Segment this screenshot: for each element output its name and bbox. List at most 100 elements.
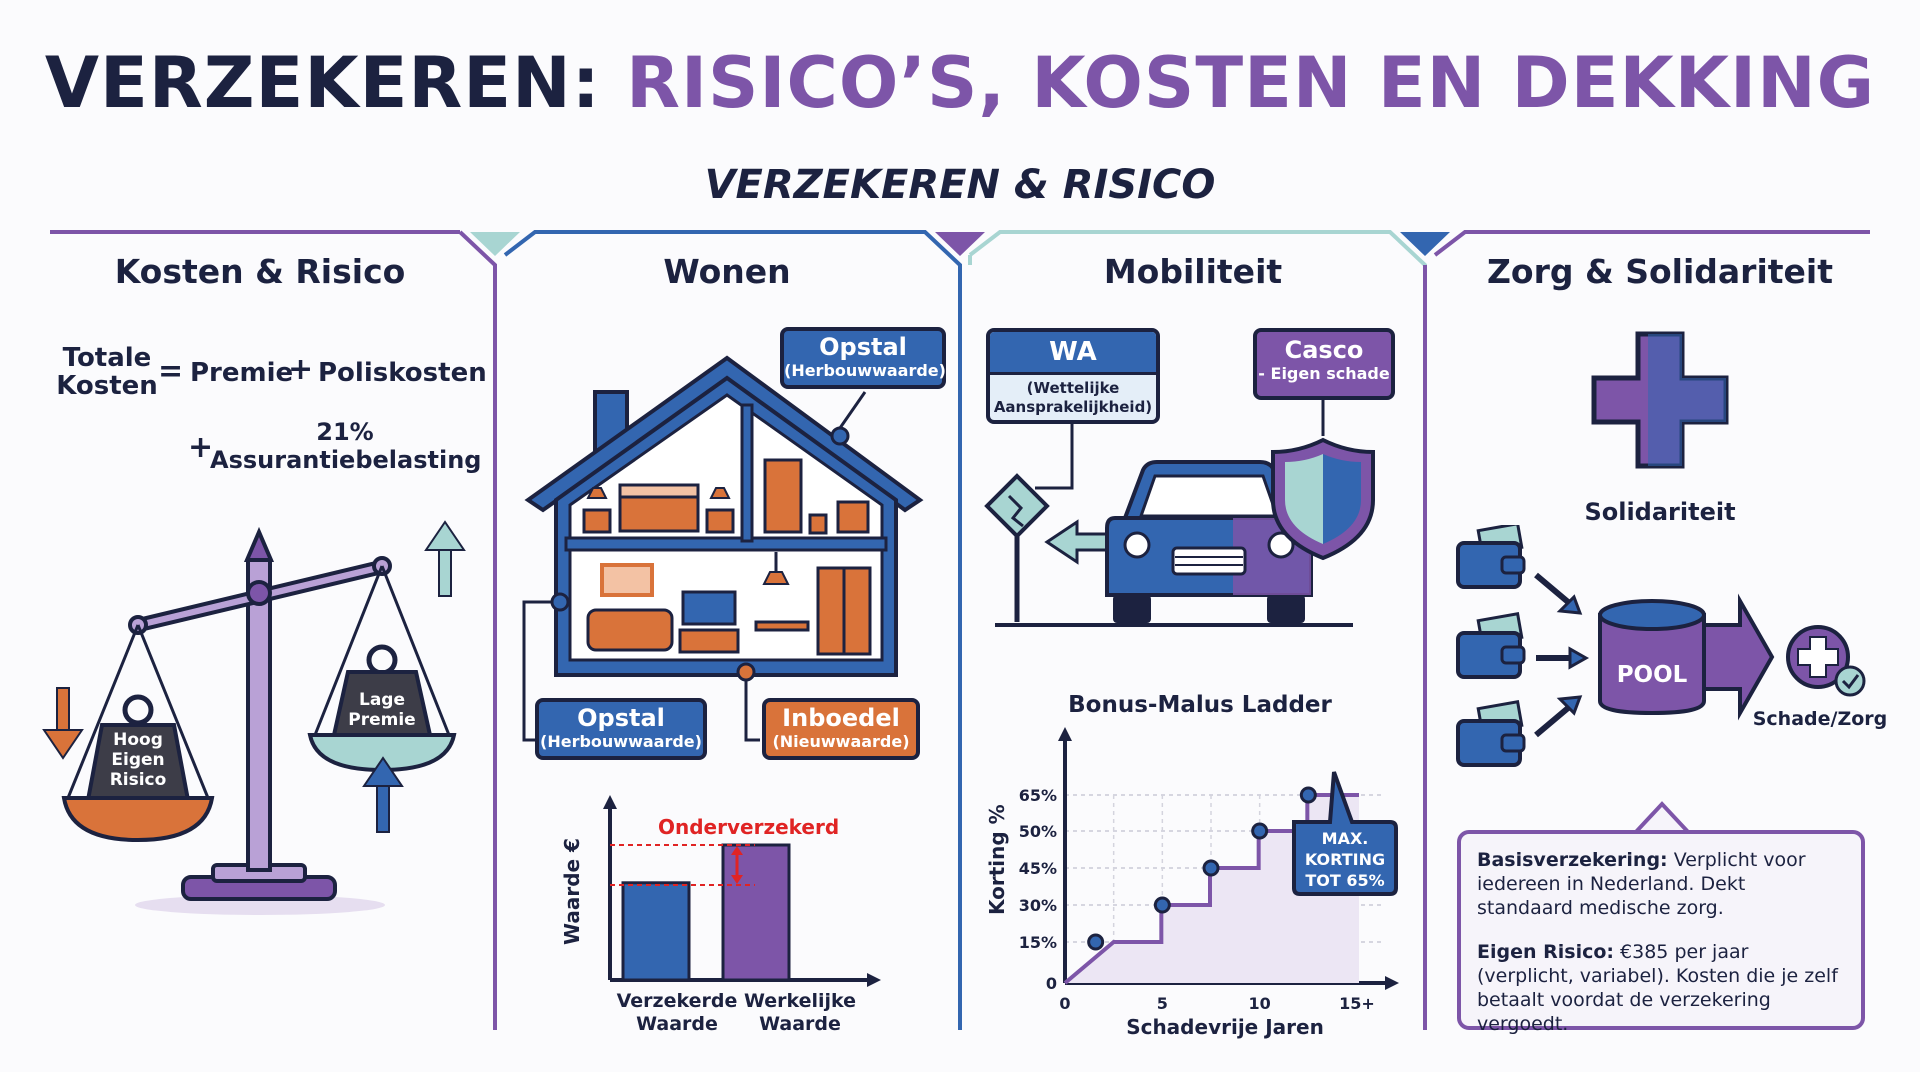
callout-opstal-top: Opstal (Herbouwwaarde) bbox=[780, 327, 946, 389]
y-tick-label: 45% bbox=[1019, 859, 1057, 878]
weight-left-line1: Hoog bbox=[113, 730, 163, 750]
deductible-label: Eigen Risico: bbox=[1477, 941, 1614, 963]
underinsured-chart bbox=[603, 795, 881, 987]
damaged-sign-icon bbox=[984, 473, 1050, 622]
weight-right-line2: Premie bbox=[348, 710, 416, 730]
weight-left-line2: Eigen bbox=[111, 750, 165, 770]
ladder-point bbox=[1251, 822, 1269, 840]
panel-title-costs: Kosten & Risico bbox=[114, 252, 406, 291]
ladder-callout: MAX. KORTING TOT 65% bbox=[1296, 828, 1394, 891]
callout-inboedel: Inboedel (Nieuwwaarde) bbox=[762, 698, 920, 760]
bar-0 bbox=[621, 881, 691, 982]
formula-lhs-line2: Kosten bbox=[56, 371, 158, 401]
weight-high-deductible: Hoog Eigen Risico bbox=[88, 730, 188, 790]
weight-low-premium: Lage Premie bbox=[332, 690, 432, 730]
shield-icon bbox=[1271, 437, 1375, 561]
arrow-up-icon bbox=[424, 520, 466, 597]
ladder-ylabel: Korting % bbox=[985, 804, 1009, 915]
underinsured-ylabel: Waarde € bbox=[560, 838, 584, 945]
basic-insurance-desc: Verplicht voor iedereen in Nederland. De… bbox=[1477, 849, 1806, 919]
formula-tax: 21% Assurantiebelasting bbox=[210, 418, 482, 474]
callout-title: Inboedel bbox=[782, 704, 900, 732]
arrow-right-icon bbox=[1536, 646, 1590, 670]
casco-sub: - Eigen schade bbox=[1258, 364, 1390, 383]
y-tick-label: 30% bbox=[1019, 896, 1057, 915]
house-illustration bbox=[522, 355, 924, 742]
underinsured-annotation: Onderverzekerd bbox=[658, 815, 840, 839]
formula-premium: Premie bbox=[190, 358, 294, 388]
callout-wa: WA (Wettelijke Aansprakelijkheid) bbox=[986, 328, 1160, 424]
ladder-callout-bubble bbox=[1292, 771, 1398, 896]
title-part-1: VERZEKEREN: bbox=[44, 42, 601, 124]
callout-title: Opstal bbox=[819, 333, 907, 361]
pool-label: POOL bbox=[1616, 662, 1688, 688]
y-tick-label: 50% bbox=[1019, 822, 1057, 841]
formula-plus-1: + bbox=[288, 352, 314, 387]
wa-sub-line2: Aansprakelijkheid) bbox=[993, 398, 1153, 416]
solidarity-pool-illustration bbox=[1456, 525, 1866, 767]
formula-lhs-line1: Totale bbox=[62, 343, 152, 373]
casco-title: Casco bbox=[1284, 336, 1364, 364]
x-tick-label: 15+ bbox=[1339, 994, 1375, 1013]
x-tick-label: 10 bbox=[1249, 994, 1271, 1013]
formula-lhs: Totale Kosten bbox=[52, 344, 162, 400]
medical-cross-icon bbox=[1591, 331, 1729, 469]
formula-tax-rate: 21% bbox=[316, 418, 374, 446]
y-tick-label: 65% bbox=[1019, 786, 1057, 805]
formula-plus-2: + bbox=[188, 430, 214, 465]
basic-insurance-text: Basisverzekering: Verplicht voor iederee… bbox=[1477, 848, 1845, 920]
ladder-point bbox=[1299, 786, 1317, 804]
wa-title: WA bbox=[990, 332, 1156, 375]
solidarity-label: Solidariteit bbox=[1584, 498, 1736, 526]
arrow-right-icon bbox=[1534, 572, 1583, 615]
formula-policy-costs: Poliskosten bbox=[318, 358, 487, 388]
care-info-box: Basisverzekering: Verplicht voor iederee… bbox=[1457, 830, 1865, 1035]
outcome-label: Schade/Zorg bbox=[1752, 708, 1888, 730]
ladder-callout-line2: KORTING bbox=[1304, 850, 1386, 869]
callout-sub: (Nieuwwaarde) bbox=[772, 732, 910, 751]
deductible-text: Eigen Risico: €385 per jaar (verplicht, … bbox=[1477, 940, 1845, 1036]
ladder-title: Bonus-Malus Ladder bbox=[1068, 692, 1332, 718]
medical-check-icon bbox=[1786, 625, 1866, 697]
arrow-down-icon bbox=[42, 687, 84, 760]
wallet-icon bbox=[1456, 525, 1526, 589]
ladder-point bbox=[1202, 859, 1220, 877]
callout-sub: (Herbouwwaarde) bbox=[784, 361, 946, 380]
callout-title: Opstal bbox=[577, 704, 665, 732]
ladder-callout-line3: TOT 65% bbox=[1305, 871, 1385, 890]
bar-1 bbox=[721, 843, 791, 982]
basic-insurance-label: Basisverzekering: bbox=[1477, 849, 1668, 871]
y-tick-label: 15% bbox=[1019, 933, 1057, 952]
ladder-point bbox=[1087, 933, 1105, 951]
page-subtitle: VERZEKEREN & RISICO bbox=[704, 162, 1216, 208]
panel-title-housing: Wonen bbox=[663, 252, 791, 291]
wallet-icon bbox=[1456, 611, 1526, 679]
wallet-icon bbox=[1456, 699, 1526, 767]
balance-scale-illustration bbox=[42, 520, 466, 915]
ladder-point bbox=[1153, 896, 1171, 914]
formula-tax-label: Assurantiebelasting bbox=[210, 446, 482, 474]
wa-subtitle: (Wettelijke Aansprakelijkheid) bbox=[990, 379, 1156, 417]
weight-right-line1: Lage bbox=[358, 690, 405, 710]
weight-left-line3: Risico bbox=[109, 770, 167, 790]
arrow-left-icon bbox=[1044, 519, 1112, 565]
deductible-desc: €385 per jaar (verplicht, variabel). Kos… bbox=[1477, 941, 1838, 1035]
title-part-2: RISICO’S, KOSTEN EN DEKKING bbox=[626, 42, 1876, 124]
y-tick-label: 0 bbox=[1046, 974, 1057, 993]
wa-sub-line1: (Wettelijke bbox=[1026, 379, 1120, 397]
panel-title-mobility: Mobiliteit bbox=[1103, 252, 1283, 291]
page-title: VERZEKEREN: RISICO’S, KOSTEN EN DEKKING bbox=[0, 42, 1920, 124]
arrow-up-icon bbox=[362, 756, 404, 833]
formula-equals: = bbox=[158, 354, 184, 389]
arrow-right-icon bbox=[1534, 695, 1583, 738]
callout-opstal-left: Opstal (Herbouwwaarde) bbox=[535, 698, 707, 760]
callout-sub: (Herbouwwaarde) bbox=[540, 732, 702, 751]
ladder-xlabel: Schadevrije Jaren bbox=[1126, 1015, 1324, 1039]
panel-title-care: Zorg & Solidariteit bbox=[1486, 252, 1834, 291]
callout-casco: Casco - Eigen schade bbox=[1253, 328, 1395, 400]
ladder-callout-line1: MAX. bbox=[1321, 829, 1369, 848]
